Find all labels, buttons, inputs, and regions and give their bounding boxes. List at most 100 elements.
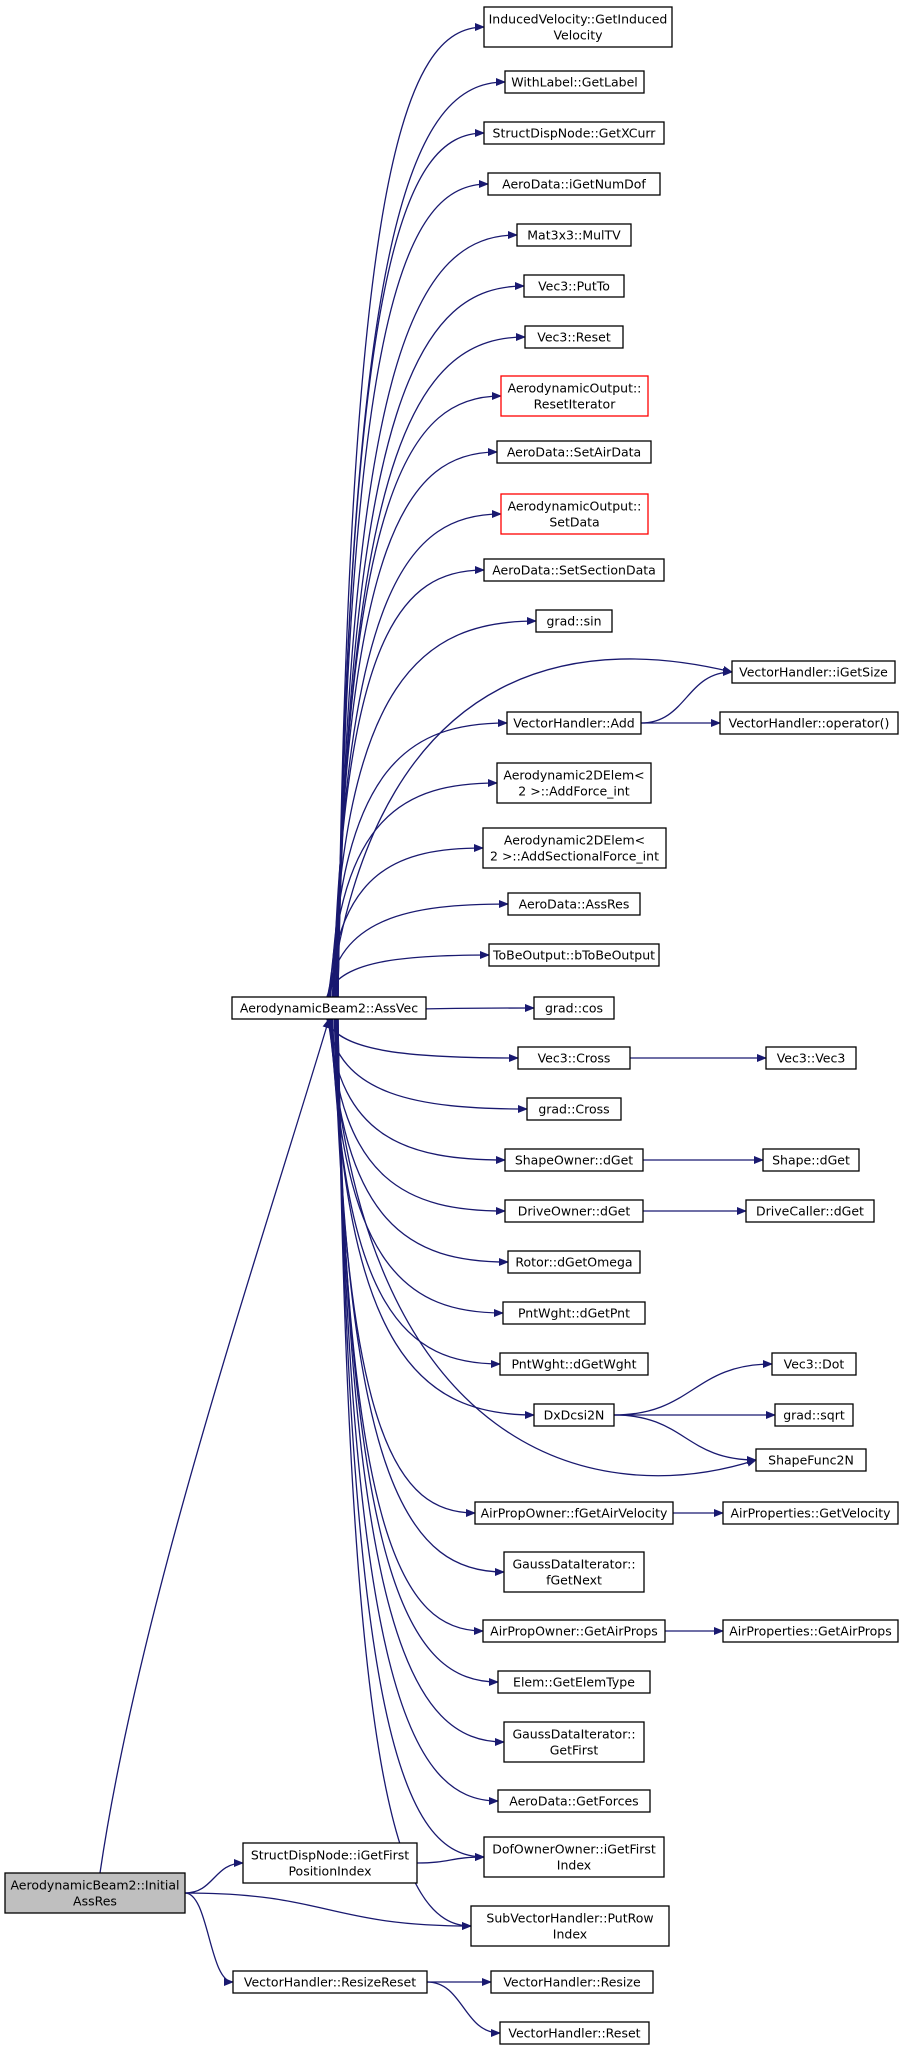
node-box[interactable]	[533, 996, 615, 1020]
node-box[interactable]	[722, 1501, 899, 1525]
node-box[interactable]	[722, 1619, 899, 1643]
function-node[interactable]: Vec3::Dot	[771, 1352, 857, 1376]
function-node[interactable]: StructDispNode::GetXCurr	[483, 121, 665, 145]
function-node[interactable]: VectorHandler::operator()	[719, 711, 899, 735]
node-box[interactable]	[231, 996, 427, 1020]
function-node[interactable]: grad::Cross	[526, 1097, 622, 1121]
node-box[interactable]	[731, 660, 896, 684]
node-box[interactable]	[719, 711, 899, 735]
node-box[interactable]	[483, 558, 665, 582]
function-node[interactable]: PntWght::dGetWght	[499, 1352, 649, 1376]
node-box[interactable]	[504, 1199, 644, 1223]
node-box[interactable]	[497, 1789, 651, 1813]
node-box[interactable]	[523, 274, 625, 298]
function-node[interactable]: DriveOwner::dGet	[504, 1199, 644, 1223]
function-node[interactable]: AirPropOwner::GetAirProps	[482, 1619, 666, 1643]
function-node[interactable]: Vec3::Cross	[517, 1046, 631, 1070]
function-node[interactable]: GaussDataIterator::GetFirst	[503, 1721, 645, 1763]
function-node[interactable]: ShapeOwner::dGet	[504, 1148, 644, 1172]
function-node[interactable]: AeroData::SetAirData	[496, 440, 652, 464]
function-node[interactable]: AirPropOwner::fGetAirVelocity	[474, 1501, 674, 1525]
function-node[interactable]: Mat3x3::MulTV	[516, 223, 632, 247]
function-node[interactable]: VectorHandler::Reset	[499, 2021, 650, 2045]
node-box[interactable]	[506, 711, 642, 735]
node-box[interactable]	[516, 223, 632, 247]
node-box[interactable]	[533, 1403, 615, 1427]
node-box[interactable]	[499, 1352, 649, 1376]
node-box[interactable]	[500, 375, 649, 417]
function-node[interactable]: ToBeOutput::bToBeOutput	[488, 943, 660, 967]
node-box[interactable]	[232, 1970, 428, 1994]
function-node[interactable]: Elem::GetElemType	[497, 1670, 651, 1694]
function-node[interactable]: DriveCaller::dGet	[745, 1199, 875, 1223]
node-box[interactable]	[488, 943, 660, 967]
function-node[interactable]: VectorHandler::ResizeReset	[232, 1970, 428, 1994]
function-node[interactable]: VectorHandler::Add	[506, 711, 642, 735]
function-node[interactable]: AeroData::AssRes	[507, 892, 641, 916]
function-node[interactable]: AerodynamicOutput::ResetIterator	[500, 375, 649, 417]
node-box[interactable]	[483, 1836, 665, 1878]
function-node[interactable]: Rotor::dGetOmega	[507, 1250, 641, 1274]
node-box[interactable]	[507, 892, 641, 916]
node-box[interactable]	[474, 1501, 674, 1525]
node-box[interactable]	[507, 1250, 641, 1274]
function-node[interactable]: AerodynamicOutput::SetData	[500, 493, 649, 535]
node-box[interactable]	[526, 1097, 622, 1121]
node-box[interactable]	[503, 1551, 645, 1593]
function-node[interactable]: AerodynamicBeam2::AssVec	[231, 996, 427, 1020]
node-box[interactable]	[487, 172, 661, 196]
function-node[interactable]: Vec3::Reset	[524, 325, 624, 349]
node-box[interactable]	[483, 6, 673, 48]
function-node[interactable]: AeroData::SetSectionData	[483, 558, 665, 582]
node-box[interactable]	[774, 1403, 854, 1427]
node-box[interactable]	[745, 1199, 875, 1223]
node-box[interactable]	[242, 1842, 418, 1884]
function-node[interactable]: VectorHandler::iGetSize	[731, 660, 896, 684]
function-node[interactable]: ShapeFunc2N	[755, 1448, 867, 1472]
node-box[interactable]	[524, 325, 624, 349]
node-box[interactable]	[502, 1301, 646, 1325]
node-box[interactable]	[482, 1619, 666, 1643]
node-box[interactable]	[504, 70, 645, 94]
function-node[interactable]: Vec3::Vec3	[765, 1046, 857, 1070]
node-box[interactable]	[771, 1352, 857, 1376]
function-node[interactable]: WithLabel::GetLabel	[504, 70, 645, 94]
function-node[interactable]: AeroData::iGetNumDof	[487, 172, 661, 196]
node-box[interactable]	[503, 1721, 645, 1763]
node-box[interactable]	[504, 1148, 644, 1172]
node-box[interactable]	[482, 827, 667, 869]
node-box[interactable]	[762, 1148, 860, 1172]
function-node[interactable]: grad::sqrt	[774, 1403, 854, 1427]
node-box[interactable]	[496, 440, 652, 464]
function-node[interactable]: grad::cos	[533, 996, 615, 1020]
function-node[interactable]: AeroData::GetForces	[497, 1789, 651, 1813]
function-node[interactable]: Aerodynamic2DElem<2 >::AddSectionalForce…	[482, 827, 667, 869]
function-node[interactable]: grad::sin	[535, 609, 613, 633]
function-node[interactable]: Aerodynamic2DElem<2 >::AddForce_int	[496, 762, 652, 804]
function-node[interactable]: GaussDataIterator::fGetNext	[503, 1551, 645, 1593]
node-box[interactable]	[499, 2021, 650, 2045]
node-box[interactable]	[4, 1872, 186, 1914]
node-box[interactable]	[490, 1970, 654, 1994]
function-node[interactable]: AirProperties::GetAirProps	[722, 1619, 899, 1643]
function-node[interactable]: Vec3::PutTo	[523, 274, 625, 298]
function-node[interactable]: Shape::dGet	[762, 1148, 860, 1172]
node-box[interactable]	[535, 609, 613, 633]
node-box[interactable]	[497, 1670, 651, 1694]
node-box[interactable]	[755, 1448, 867, 1472]
node-box[interactable]	[496, 762, 652, 804]
function-node[interactable]: DxDcsi2N	[533, 1403, 615, 1427]
node-box[interactable]	[500, 493, 649, 535]
node-box[interactable]	[765, 1046, 857, 1070]
function-node[interactable]: PntWght::dGetPnt	[502, 1301, 646, 1325]
function-node[interactable]: VectorHandler::Resize	[490, 1970, 654, 1994]
node-box[interactable]	[483, 121, 665, 145]
node-box[interactable]	[470, 1905, 670, 1947]
function-node[interactable]: AirProperties::GetVelocity	[722, 1501, 899, 1525]
node-box[interactable]	[517, 1046, 631, 1070]
